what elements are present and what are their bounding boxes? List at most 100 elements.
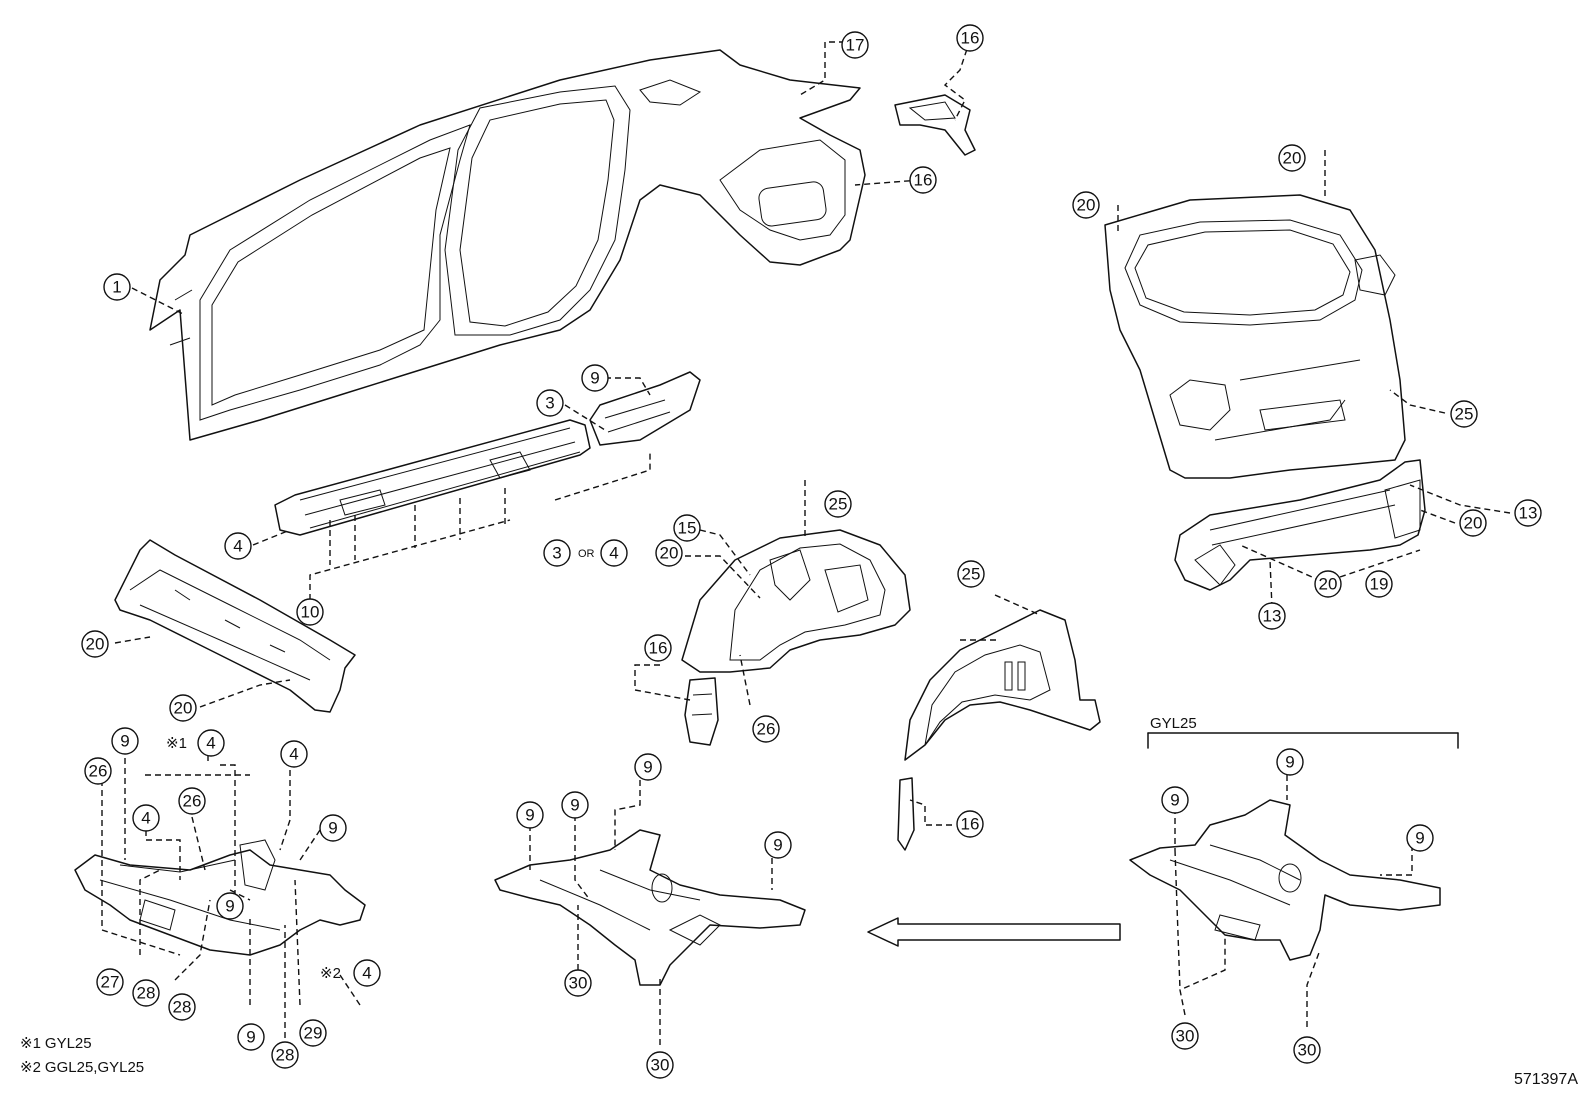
callout-3-lower: 3 <box>543 539 571 567</box>
callout-16-rear-wh: 16 <box>956 810 984 838</box>
svg-text:9: 9 <box>328 819 337 838</box>
callout-19: 19 <box>1365 570 1393 598</box>
callout-9-rear-b: 9 <box>561 791 589 819</box>
callout-30-rear-a: 30 <box>564 969 592 997</box>
rear-lower-panel <box>1174 459 1426 591</box>
svg-text:25: 25 <box>1455 405 1474 424</box>
svg-text:4: 4 <box>206 734 215 753</box>
back-door <box>1104 194 1406 479</box>
svg-text:3: 3 <box>545 394 554 413</box>
svg-text:4: 4 <box>289 745 298 764</box>
callout-9-front-bottom: 9 <box>237 1023 265 1051</box>
callout-9-rocker: 9 <box>581 364 609 392</box>
svg-text:1: 1 <box>112 278 121 297</box>
svg-text:9: 9 <box>590 369 599 388</box>
svg-text:16: 16 <box>961 29 980 48</box>
svg-text:9: 9 <box>773 836 782 855</box>
svg-text:16: 16 <box>961 815 980 834</box>
rear-member-center <box>494 829 806 986</box>
svg-text:9: 9 <box>1285 753 1294 772</box>
rear-member-gyl25 <box>1129 799 1441 961</box>
svg-text:26: 26 <box>89 762 108 781</box>
callout-16-side: 16 <box>909 166 937 194</box>
svg-text:13: 13 <box>1519 504 1538 523</box>
svg-text:4: 4 <box>362 964 371 983</box>
callout-9-gyl25-c: 9 <box>1406 824 1434 852</box>
svg-text:20: 20 <box>660 544 679 563</box>
svg-text:27: 27 <box>101 973 120 992</box>
svg-text:4: 4 <box>609 544 618 563</box>
callout-25-front-wh: 25 <box>824 490 852 518</box>
callout-20-cowl-lower: 20 <box>169 694 197 722</box>
svg-text:16: 16 <box>649 639 668 658</box>
svg-text:3: 3 <box>552 544 561 563</box>
svg-text:20: 20 <box>86 635 105 654</box>
svg-text:9: 9 <box>1415 829 1424 848</box>
model-label-gyl25: GYL25 <box>1150 715 1197 732</box>
svg-text:26: 26 <box>183 792 202 811</box>
svg-text:25: 25 <box>962 565 981 584</box>
callout-29: 29 <box>299 1019 327 1047</box>
front-wheelhouse <box>681 529 911 746</box>
callout-20-cowl-upper: 20 <box>81 630 109 658</box>
svg-text:9: 9 <box>120 732 129 751</box>
callout-25-rear-wh: 25 <box>957 560 985 588</box>
callout-1: 1 <box>103 273 131 301</box>
svg-text:9: 9 <box>225 897 234 916</box>
callout-9-rear-a: 9 <box>516 801 544 829</box>
callout-16-top: 16 <box>956 24 984 52</box>
note-mark-1: ※1 <box>166 735 187 752</box>
callout-16-front-wh: 16 <box>644 634 672 662</box>
svg-text:10: 10 <box>301 603 320 622</box>
svg-text:9: 9 <box>570 796 579 815</box>
svg-text:29: 29 <box>304 1024 323 1043</box>
callout-28-bottom: 28 <box>271 1041 299 1069</box>
svg-text:15: 15 <box>678 519 697 538</box>
svg-text:9: 9 <box>1170 791 1179 810</box>
callout-10: 10 <box>296 598 324 626</box>
svg-text:20: 20 <box>1319 575 1338 594</box>
callout-27: 27 <box>96 968 124 996</box>
note-mark-2: ※2 <box>320 965 341 982</box>
callout-28-mid: 28 <box>168 993 196 1021</box>
svg-text:30: 30 <box>651 1056 670 1075</box>
callout-9-front-center: 9 <box>216 892 244 920</box>
left-arrow <box>867 917 1121 947</box>
svg-text:28: 28 <box>276 1046 295 1065</box>
svg-text:19: 19 <box>1370 575 1389 594</box>
callout-9-gyl25-a: 9 <box>1161 786 1189 814</box>
callout-9-rear-c: 9 <box>634 753 662 781</box>
svg-text:9: 9 <box>643 758 652 777</box>
callout-9-rear-d: 9 <box>764 831 792 859</box>
callout-30-gyl25-a: 30 <box>1171 1022 1199 1050</box>
callout-20-lower-right: 20 <box>1459 509 1487 537</box>
callout-20-front-wh: 20 <box>655 539 683 567</box>
callout-20-lower-mid: 20 <box>1314 570 1342 598</box>
side-outer-panel <box>149 49 866 441</box>
svg-text:20: 20 <box>1077 196 1096 215</box>
callout-9-front-right: 9 <box>319 814 347 842</box>
callout-13-bottom: 13 <box>1258 602 1286 630</box>
svg-text:20: 20 <box>174 699 193 718</box>
svg-text:30: 30 <box>569 974 588 993</box>
callout-4-gyl25: 4 <box>197 729 225 757</box>
callout-17: 17 <box>841 31 869 59</box>
callout-4-front-top: 4 <box>280 740 308 768</box>
callout-26-front-mid: 26 <box>178 787 206 815</box>
svg-text:26: 26 <box>757 720 776 739</box>
callout-30-gyl25-b: 30 <box>1293 1036 1321 1064</box>
svg-text:17: 17 <box>846 36 865 55</box>
rocker-rail <box>274 371 701 536</box>
callout-3-upper: 3 <box>536 389 564 417</box>
or-text: OR <box>578 548 595 560</box>
callout-13-right: 13 <box>1514 499 1542 527</box>
svg-text:28: 28 <box>137 984 156 1003</box>
svg-text:30: 30 <box>1298 1041 1317 1060</box>
svg-text:4: 4 <box>233 537 242 556</box>
callout-4-lower: 4 <box>600 539 628 567</box>
svg-text:13: 13 <box>1263 607 1282 626</box>
callout-4-ggl25: 4 <box>353 959 381 987</box>
